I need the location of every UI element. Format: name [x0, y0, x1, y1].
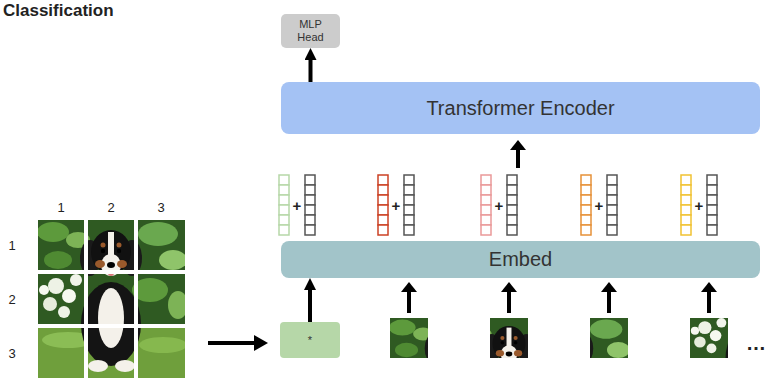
vector-cell [378, 205, 388, 215]
vector-cell [581, 225, 591, 235]
vector-cell [305, 205, 315, 215]
vector-cell [404, 195, 414, 205]
plus-sign: + [392, 197, 401, 214]
vector-cell [581, 185, 591, 195]
plus-sign: + [595, 197, 604, 214]
vector-cell [305, 175, 315, 185]
vector-cell [305, 195, 315, 205]
vector-cell [404, 175, 414, 185]
vector-cell [378, 185, 388, 195]
vector-cell [681, 215, 691, 225]
input-image [37, 220, 188, 378]
vector-cell [378, 225, 388, 235]
column-number: 1 [57, 200, 64, 215]
connector-arrow [308, 286, 312, 322]
vector-cell [581, 215, 591, 225]
vector-cell [481, 215, 491, 225]
vector-cell [305, 185, 315, 195]
vector-cell [279, 205, 289, 215]
box-label: Embed [489, 248, 552, 271]
column-number: 2 [107, 200, 114, 215]
diagram-title: Classification [3, 1, 114, 21]
vector-cell [581, 195, 591, 205]
vector-cell [279, 195, 289, 205]
vector-cell [507, 215, 517, 225]
box-label: Transformer Encoder [426, 97, 614, 120]
vector-cell [481, 185, 491, 195]
vector-cell [305, 225, 315, 235]
vector-cell [279, 215, 289, 225]
column-number: 3 [157, 200, 164, 215]
box-label: * [308, 334, 312, 347]
vector-cell [707, 215, 717, 225]
plus-sign: + [695, 197, 704, 214]
vector-cell [607, 225, 617, 235]
ellipsis: … [746, 332, 766, 355]
vector-cell [507, 195, 517, 205]
vector-cell [404, 215, 414, 225]
head-box: MLP Head [281, 14, 340, 48]
vector-cell [607, 195, 617, 205]
vector-cell [305, 215, 315, 225]
vector-cell [507, 225, 517, 235]
row-number: 2 [8, 292, 15, 307]
vector-cell [581, 205, 591, 215]
vector-cell [707, 195, 717, 205]
vector-cell [707, 225, 717, 235]
vector-cell [279, 175, 289, 185]
vector-cell [481, 195, 491, 205]
vector-cell [681, 185, 691, 195]
vector-cell [507, 175, 517, 185]
class-token-box: * [280, 322, 340, 358]
vector-cell [279, 185, 289, 195]
vector-cell [681, 205, 691, 215]
vector-cell [681, 195, 691, 205]
embed-box: Embed [281, 241, 760, 278]
vector-cell [404, 205, 414, 215]
vector-cell [481, 175, 491, 185]
vector-cell [481, 225, 491, 235]
vector-cell [378, 215, 388, 225]
vector-cell [404, 185, 414, 195]
vector-cell [581, 175, 591, 185]
vector-cell [279, 225, 289, 235]
vector-cell [507, 205, 517, 215]
row-number: 3 [8, 346, 15, 361]
vector-cell [607, 215, 617, 225]
vector-cell [404, 225, 414, 235]
vector-cell [707, 185, 717, 195]
plus-sign: + [293, 197, 302, 214]
vector-cell [378, 195, 388, 205]
box-label: MLP Head [291, 18, 331, 43]
embedding-vectors [279, 175, 717, 235]
vector-cell [707, 175, 717, 185]
vector-cell [607, 205, 617, 215]
vector-cell [378, 175, 388, 185]
vector-cell [607, 185, 617, 195]
vector-cell [507, 185, 517, 195]
vector-cell [707, 205, 717, 215]
vector-cell [481, 205, 491, 215]
vector-cell [681, 175, 691, 185]
connector-arrow [309, 56, 313, 82]
patch-tokens [389, 275, 777, 379]
vector-cell [607, 175, 617, 185]
encoder-box: Transformer Encoder [281, 82, 760, 134]
plus-sign: + [495, 197, 504, 214]
row-number: 1 [8, 238, 15, 253]
vector-cell [681, 225, 691, 235]
